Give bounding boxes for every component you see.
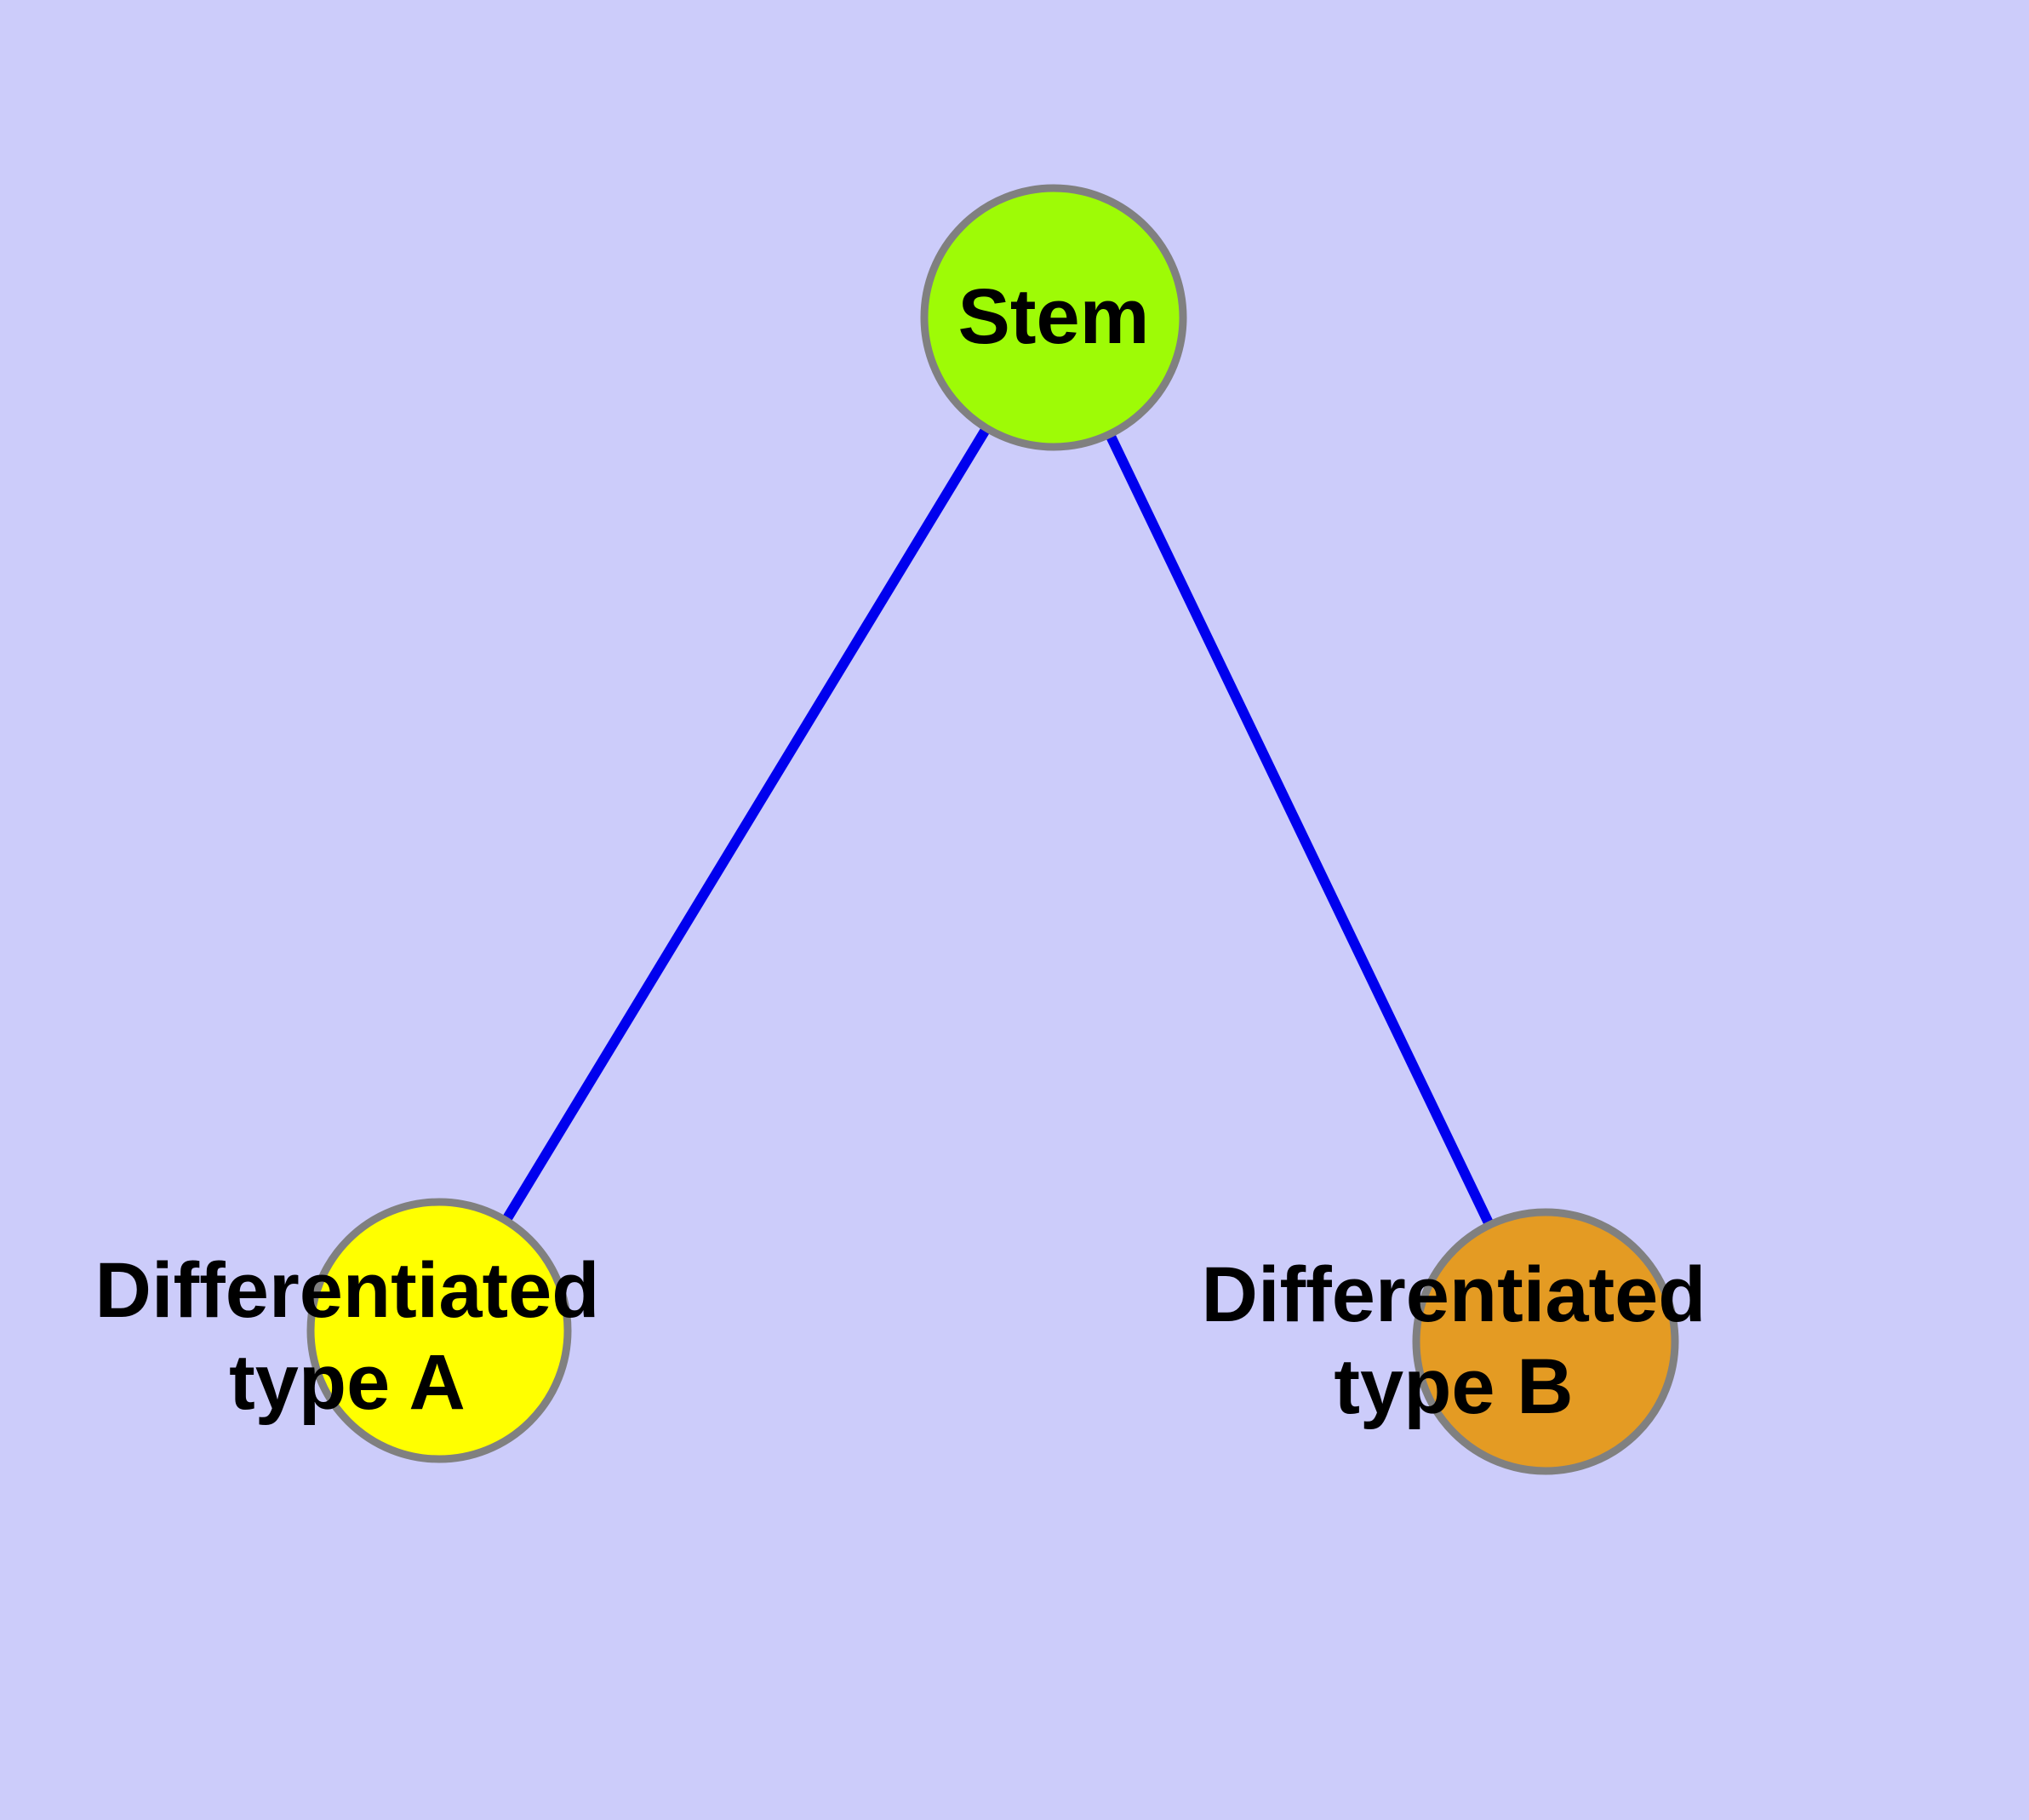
node-label-line: type B xyxy=(1334,1343,1573,1430)
graph-node-stem[interactable] xyxy=(920,184,1187,451)
edges-layer xyxy=(434,314,1551,1344)
node-label-line: type A xyxy=(229,1339,466,1426)
graph-node-differentiated-type-b[interactable] xyxy=(1412,1208,1679,1475)
graph-edge-stem-to-type-a[interactable] xyxy=(434,314,1059,1334)
graph-edge-stem-to-type-b[interactable] xyxy=(1049,315,1551,1344)
graph-node-differentiated-type-a[interactable] xyxy=(306,1198,572,1463)
node-label-line: Differentiated xyxy=(95,1247,600,1334)
node-label-line: Differentiated xyxy=(1202,1251,1706,1338)
node-label-line: Stem xyxy=(958,273,1150,360)
nodes-layer xyxy=(306,184,1679,1475)
node-label-stem: Stem xyxy=(958,273,1150,360)
